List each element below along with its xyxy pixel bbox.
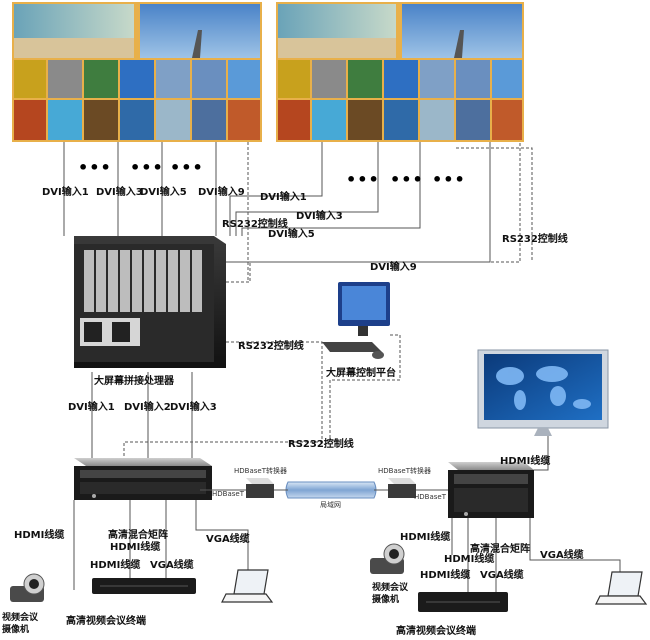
world-map-monitor <box>477 349 609 436</box>
ellipsis-dots: ••• <box>170 158 204 177</box>
label-dvi-input-1: DVI输入1 <box>42 187 89 198</box>
terminal-left <box>92 578 196 594</box>
label-vga-right-laptop: VGA线缆 <box>540 550 584 561</box>
splicing-processor <box>74 236 226 368</box>
connection-lines <box>63 142 621 592</box>
label-hdbaset-left: HDBaseT <box>212 490 244 498</box>
label-dvi-input-2-bottom: DVI输入2 <box>124 402 171 413</box>
label-dvi-input-9: DVI输入9 <box>198 187 245 198</box>
ellipsis-dots: ••• <box>78 158 112 177</box>
label-terminal-right: 高清视频会议终端 <box>396 626 476 637</box>
ellipsis-dots: ••• <box>390 170 424 189</box>
wall-tile-row <box>14 60 260 140</box>
label-camera-left: 视频会议 摄像机 <box>2 613 39 635</box>
video-wall-right <box>276 2 524 142</box>
label-vga-left-laptop: VGA线缆 <box>206 534 250 545</box>
label-matrix-left: 高清混合矩阵 <box>108 530 168 541</box>
label-rs232-processor: RS232控制线 <box>222 219 288 230</box>
label-control-platform: 大屏幕控制平台 <box>326 368 396 379</box>
label-dvi-input-1-bottom: DVI输入1 <box>68 402 115 413</box>
ellipsis-dots: ••• <box>346 170 380 189</box>
label-dvi-input-3-right: DVI输入3 <box>296 211 343 222</box>
label-dvi-input-3-bottom: DVI输入3 <box>170 402 217 413</box>
camera-left <box>10 573 45 602</box>
laptop-right <box>595 571 648 605</box>
ellipsis-dots: ••• <box>432 170 466 189</box>
label-hdbaset-converter-right: HDBaseT转换器 <box>378 467 431 475</box>
label-hdmi-monitor: HDMI线缆 <box>500 456 551 467</box>
label-dvi-input-9-right: DVI输入9 <box>370 262 417 273</box>
label-hdmi-left-camera: HDMI线缆 <box>14 530 65 541</box>
label-hdmi-right-camera: HDMI线缆 <box>400 532 451 543</box>
label-matrix-right: 高清混合矩阵 <box>470 544 530 555</box>
laptop-left <box>221 569 274 603</box>
label-dvi-input-1-right: DVI输入1 <box>260 192 307 203</box>
hdbaset-converter-right <box>388 478 416 498</box>
label-hdbaset-converter-left: HDBaseT转换器 <box>234 467 287 475</box>
label-rs232-right: RS232控制线 <box>502 234 568 245</box>
label-dvi-input-3: DVI输入3 <box>96 187 143 198</box>
label-vga-right-mid: VGA线缆 <box>480 570 524 581</box>
wall-tile-row <box>278 60 522 140</box>
lan-cable <box>274 481 388 499</box>
label-dvi-input-5: DVI输入5 <box>140 187 187 198</box>
label-rs232-pc: RS232控制线 <box>238 341 304 352</box>
label-hdmi-right-terminal: HDMI线缆 <box>420 570 471 581</box>
label-rs232-matrix: RS232控制线 <box>288 439 354 450</box>
terminal-right <box>418 592 508 612</box>
camera-right <box>370 543 405 574</box>
matrix-right <box>448 462 534 518</box>
label-dvi-input-5-right: DVI输入5 <box>268 229 315 240</box>
control-pc <box>322 282 390 359</box>
matrix-left <box>74 458 212 500</box>
label-processor: 大屏幕拼接处理器 <box>94 376 174 387</box>
ellipsis-dots: ••• <box>130 158 164 177</box>
label-hdmi-left-mid: HDMI线缆 <box>110 542 161 553</box>
label-hdmi-right-mid: HDMI线缆 <box>444 554 495 565</box>
video-wall-left <box>12 2 262 142</box>
label-hdbaset-right: HDBaseT <box>414 493 446 501</box>
label-vga-left-mid: VGA线缆 <box>150 560 194 571</box>
label-camera-right: 视频会议 摄像机 <box>372 583 409 605</box>
dashed-control-lines <box>123 142 533 458</box>
hdbaset-converter-left <box>246 478 274 498</box>
label-lan: 局域网 <box>320 501 341 509</box>
label-hdmi-left-terminal: HDMI线缆 <box>90 560 141 571</box>
label-terminal-left: 高清视频会议终端 <box>66 616 146 627</box>
